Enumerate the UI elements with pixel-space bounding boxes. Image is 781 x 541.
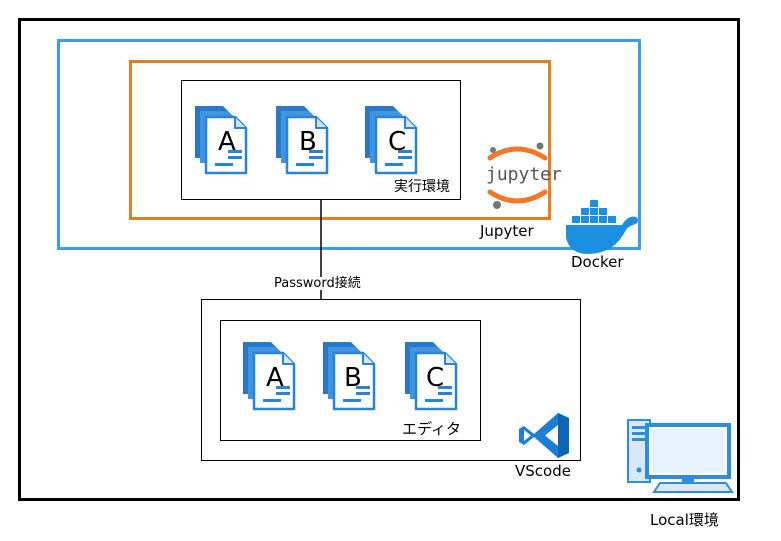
file-letter-bottom-c: C: [426, 363, 445, 393]
jupyter-logo-text: jupyter: [486, 164, 562, 185]
execution-environment-label: 実行環境: [394, 179, 450, 195]
file-letter-top-c: C: [388, 127, 407, 157]
docker-whale-icon: [566, 200, 638, 254]
file-letter-bottom-b: B: [344, 363, 362, 393]
editor-label: エディタ: [402, 420, 461, 438]
execution-environment-box: [181, 80, 461, 200]
jupyter-logo-icon: [487, 142, 548, 209]
docker-label: Docker: [571, 253, 624, 271]
local-pc-icon: [627, 419, 734, 493]
editor-box: [220, 320, 481, 441]
local-environment-label: Local環境: [650, 511, 719, 529]
jupyter-box: [129, 60, 551, 220]
file-letter-bottom-a: A: [266, 363, 284, 393]
vscode-label: VScode: [515, 462, 571, 480]
vscode-logo-icon: [519, 413, 569, 458]
local-environment-box: [18, 18, 740, 501]
password-connection-label: Password接続: [272, 276, 363, 291]
vscode-box: [201, 299, 581, 461]
file-letter-top-b: B: [299, 127, 317, 157]
docker-container-box: [57, 39, 641, 250]
jupyter-label: Jupyter: [480, 222, 534, 240]
file-letter-top-a: A: [218, 127, 236, 157]
